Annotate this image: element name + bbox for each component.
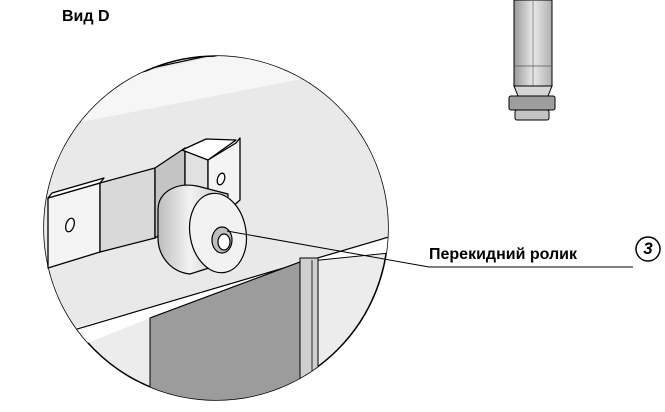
callout-number-circle bbox=[635, 236, 661, 262]
callout-leader bbox=[226, 230, 633, 268]
callout-number: 3 bbox=[643, 239, 653, 258]
hex-key-tool bbox=[508, 0, 556, 121]
callout-label: Перекидний ролик bbox=[429, 246, 578, 263]
transfer-roller bbox=[157, 184, 248, 275]
view-title: Вид D bbox=[62, 8, 110, 25]
detail-circle bbox=[43, 55, 389, 401]
